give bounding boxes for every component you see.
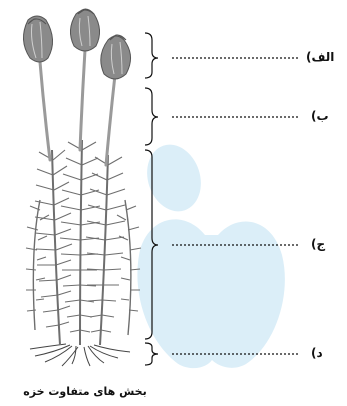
brace-b: [145, 88, 158, 145]
rhizoids: [30, 344, 130, 366]
capsule-left: [23, 16, 52, 62]
apple-watermark: [137, 138, 284, 382]
brace-a: [145, 33, 158, 78]
label-b: ب): [311, 109, 329, 123]
label-a: الف): [306, 50, 334, 64]
diagram-caption: بخش های متفاوت خزه: [10, 385, 160, 398]
label-d: د): [311, 346, 323, 360]
capsule-right: [101, 35, 131, 79]
leafy-stems: [26, 140, 141, 345]
moss-plant: [23, 9, 141, 366]
capsule-middle: [70, 9, 99, 51]
brace-d: [145, 343, 158, 365]
label-c: ج): [311, 237, 325, 251]
